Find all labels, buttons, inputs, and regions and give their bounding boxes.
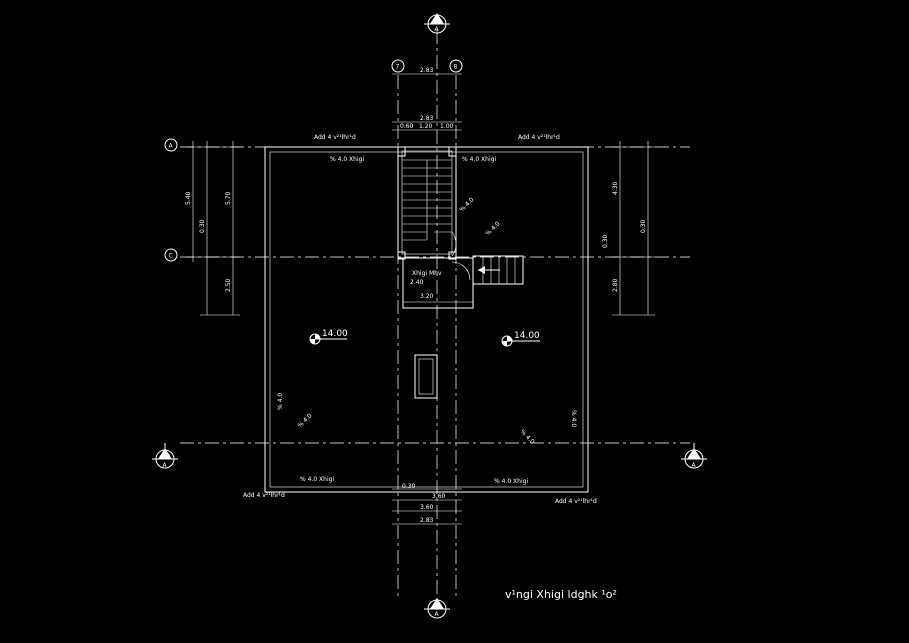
grid-bubble-7 bbox=[391, 59, 405, 73]
dim-bottom: 0.30 3.60 3.60 2.83 2.40 3.20 bbox=[392, 279, 462, 525]
grid-bubble-8 bbox=[449, 59, 463, 73]
note-slope-bottom-left: % 4.0 Xhigi bbox=[300, 476, 334, 483]
dim-right-upper: 4.30 bbox=[612, 181, 619, 195]
dim-right-total: 0.30 bbox=[602, 234, 609, 248]
dim-left-total: 5.70 bbox=[225, 191, 232, 205]
level-marker-left: 14.00 bbox=[309, 329, 348, 345]
note-slope-top-left: % 4.0 Xhigi bbox=[330, 156, 364, 163]
dim-right-lower: 2.80 bbox=[612, 278, 619, 292]
section-label-left: A bbox=[163, 462, 168, 469]
dim-top: 2.83 2.83 0.60 1.20 1.00 bbox=[392, 67, 462, 131]
grid-label-c: C bbox=[169, 253, 173, 260]
note-diag-3: % 4.0 bbox=[296, 412, 313, 429]
section-marker-left: A bbox=[152, 443, 178, 469]
roof-notes: Add 4 v²¹lhr¹d Add 4 v²¹lhr¹d Add 4 v²¹l… bbox=[243, 134, 597, 505]
section-label-right: A bbox=[692, 462, 697, 469]
dim-stair-w: 2.40 bbox=[410, 279, 424, 286]
dim-bottom-b: 3.60 bbox=[432, 493, 446, 500]
note-vert-left: % 4.0 bbox=[277, 393, 284, 410]
roof-outline bbox=[264, 146, 589, 493]
note-diag-1: % 4.0 bbox=[458, 196, 475, 213]
dim-top-sub: 2.83 bbox=[420, 115, 434, 122]
stair-core: Xhigi Mhv bbox=[397, 146, 524, 309]
dim-bottom-a: 0.30 bbox=[402, 483, 416, 490]
note-edge-bottom-right: Add 4 v²¹lhr¹d bbox=[555, 498, 597, 505]
dim-stair-inner: 3.20 bbox=[420, 293, 434, 300]
grid-axes bbox=[180, 30, 690, 610]
note-slope-bottom-right: % 4.0 Xhigi bbox=[494, 478, 528, 485]
dim-bottom-b2: 3.60 bbox=[420, 504, 434, 511]
grid-bubble-c bbox=[164, 248, 178, 262]
dim-bottom-c: 2.83 bbox=[420, 517, 434, 524]
section-marker-bottom: A bbox=[424, 598, 450, 619]
dim-left-mid: 0.30 bbox=[199, 219, 206, 233]
skylight bbox=[414, 354, 438, 399]
note-edge-bottom-left: Add 4 v²¹lhr¹d bbox=[243, 492, 285, 499]
dim-left-lower: 2.50 bbox=[225, 278, 232, 292]
dim-top-overall: 2.83 bbox=[420, 67, 434, 74]
dim-right: 4.30 0.30 0.30 2.80 bbox=[602, 141, 655, 316]
drawing-title: v¹ngi Xhigi ldghk ¹o² bbox=[505, 588, 617, 601]
note-slope-top-right: % 4.0 Xhigi bbox=[462, 156, 496, 163]
level-marker-right: 14.00 bbox=[501, 331, 540, 347]
grid-bubble-a bbox=[164, 138, 178, 152]
section-marker-right: A bbox=[681, 443, 707, 469]
level-right: 14.00 bbox=[514, 331, 540, 341]
dim-left: 5.40 0.30 5.70 2.50 bbox=[185, 141, 240, 316]
dim-top-seg-c: 1.00 bbox=[440, 123, 454, 130]
note-edge-top-left: Add 4 v²¹lhr¹d bbox=[314, 134, 356, 141]
level-left: 14.00 bbox=[322, 329, 348, 339]
grid-bubbles: 7 8 A C bbox=[164, 59, 463, 262]
grid-label-7: 7 bbox=[396, 64, 400, 71]
note-edge-top-right: Add 4 v²¹lhr¹d bbox=[518, 134, 560, 141]
section-label-top: A bbox=[435, 26, 440, 33]
dim-right-mid: 0.30 bbox=[640, 219, 647, 233]
section-marker-top: A bbox=[424, 13, 450, 34]
dim-top-seg-a: 0.60 bbox=[400, 123, 414, 130]
stair-label: Xhigi Mhv bbox=[412, 270, 442, 277]
grid-label-8: 8 bbox=[454, 64, 458, 71]
note-diag-2: % 4.0 bbox=[484, 220, 501, 237]
grid-label-a: A bbox=[169, 143, 174, 150]
dim-left-upper: 5.40 bbox=[185, 191, 192, 205]
note-vert-right: % 4.0 bbox=[570, 410, 577, 427]
section-label-bottom: A bbox=[435, 611, 440, 618]
dim-top-seg-b: 1.20 bbox=[419, 123, 433, 130]
